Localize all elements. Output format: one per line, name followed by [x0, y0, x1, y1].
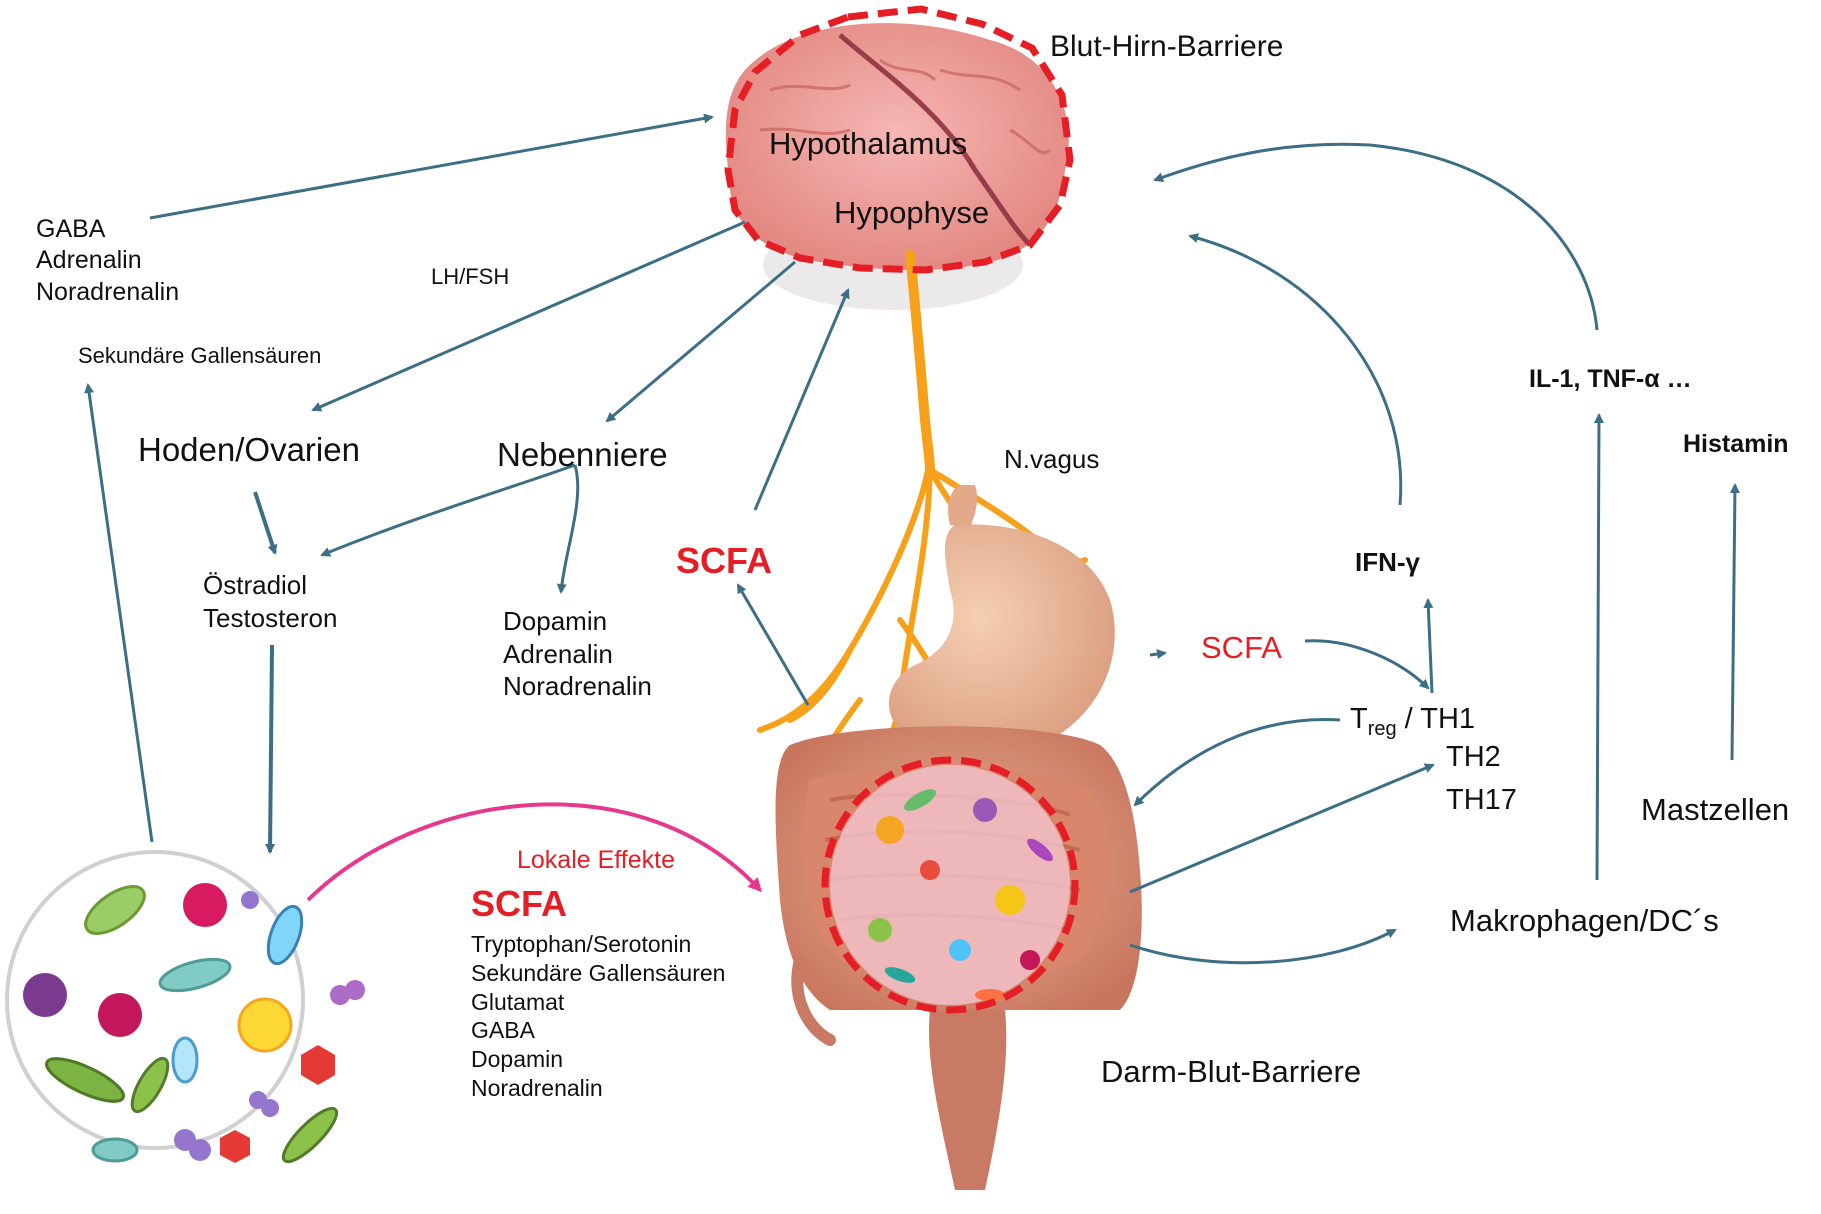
arrow-gut-to-scfa	[738, 585, 808, 705]
bile-acids-label: Sekundäre Gallensäuren	[78, 345, 321, 367]
sex-hormone-item: Östradiol	[203, 569, 337, 602]
adrenal-hormone-item: Adrenalin	[503, 638, 652, 671]
arrow-th1-to-ifn	[1428, 600, 1432, 693]
hoden-ovarien-label: Hoden/Ovarien	[138, 433, 360, 466]
arrow-scfa-to-treg	[1305, 641, 1428, 688]
blood-brain-barrier-label: Blut-Hirn-Barriere	[1050, 32, 1283, 62]
treg-th1-label: Treg / TH1	[1350, 705, 1475, 739]
local-scfa-label: SCFA	[471, 886, 567, 922]
neurotransmitter-item: Adrenalin	[36, 245, 179, 276]
arrow-nebenniere-to-dopamin	[561, 465, 578, 592]
local-effects-list: Tryptophan/Serotonin Sekundäre Gallensäu…	[471, 930, 725, 1103]
th17-label: TH17	[1446, 786, 1517, 815]
th2-label: TH2	[1446, 743, 1501, 772]
histamin-label: Histamin	[1683, 432, 1789, 457]
arrow-gut-to-makrophagen	[1130, 930, 1395, 963]
adrenal-hormone-item: Noradrenalin	[503, 670, 652, 703]
scfa-top-label: SCFA	[676, 543, 772, 579]
arrow-scfa-to-brain	[755, 290, 848, 510]
local-effects-title: Lokale Effekte	[517, 848, 675, 873]
arrow-ifn-to-brain	[1190, 236, 1401, 505]
lh-fsh-label: LH/FSH	[431, 266, 509, 288]
neurotransmitter-item: Noradrenalin	[36, 277, 179, 308]
treg-subscript: reg	[1368, 718, 1397, 740]
local-effect-item: Sekundäre Gallensäuren	[471, 959, 725, 988]
adrenal-hormone-item: Dopamin	[503, 605, 652, 638]
ifn-gamma-label: IFN-γ	[1355, 549, 1420, 575]
gut-microbiota	[830, 765, 1070, 1005]
mastzellen-label: Mastzellen	[1641, 794, 1789, 825]
arrow-cytokines-to-brain	[1155, 144, 1597, 330]
arrow-treg-to-gut	[1135, 720, 1340, 805]
adrenal-hormones-list: Dopamin Adrenalin Noradrenalin	[503, 605, 652, 703]
arrow-testosteron-to-microbes	[270, 645, 272, 852]
treg-main: T	[1350, 703, 1368, 735]
local-effect-item: Noradrenalin	[471, 1074, 725, 1103]
th1-text: / TH1	[1397, 703, 1475, 735]
neurotransmitter-list: GABA Adrenalin Noradrenalin	[36, 214, 179, 308]
scfa-immune-label: SCFA	[1201, 632, 1282, 663]
gut-blood-barrier-label: Darm-Blut-Barriere	[1101, 1056, 1361, 1087]
arrow-hoden-to-oestradiol	[255, 492, 275, 553]
arrow-gut-to-th2	[1130, 765, 1433, 892]
arrow-gut-to-scfa-right	[1150, 653, 1165, 655]
arrow-makrophagen-to-cytokines	[1597, 415, 1599, 880]
local-effect-item: GABA	[471, 1016, 725, 1045]
local-effect-item: Tryptophan/Serotonin	[471, 930, 725, 959]
arrow-brain-to-hoden	[313, 222, 745, 410]
cytokines-label: IL-1, TNF-α …	[1529, 367, 1692, 392]
neurotransmitter-item: GABA	[36, 214, 179, 245]
hypophyse-label: Hypophyse	[834, 197, 989, 228]
vagus-label: N.vagus	[1004, 446, 1099, 472]
makrophagen-label: Makrophagen/DC´s	[1450, 905, 1719, 936]
local-effect-item: Dopamin	[471, 1045, 725, 1074]
arrow-nebenniere-to-oestradiol	[322, 465, 575, 555]
sex-hormones-list: Östradiol Testosteron	[203, 569, 337, 634]
local-effect-item: Glutamat	[471, 988, 725, 1017]
arrow-mastzellen-to-histamin	[1732, 485, 1735, 760]
nebenniere-label: Nebenniere	[497, 438, 668, 471]
arrow-brain-to-nebenniere	[607, 262, 795, 421]
sex-hormone-item: Testosteron	[203, 602, 337, 635]
arrow-gaba-to-brain	[150, 117, 712, 218]
hypothalamus-label: Hypothalamus	[769, 128, 967, 159]
